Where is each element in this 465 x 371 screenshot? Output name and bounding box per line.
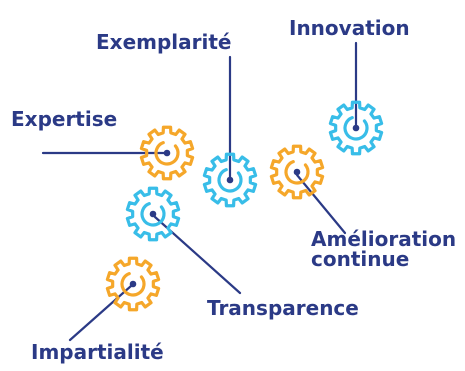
gear-icon <box>105 256 161 312</box>
label-innovation: Innovation <box>289 16 410 40</box>
gear-icon <box>328 100 384 156</box>
gear-inner-arc <box>217 168 243 193</box>
gear-inner-arc <box>154 141 180 166</box>
gear-outline <box>269 144 325 200</box>
gear-inner-arc <box>140 202 166 227</box>
gear-icon <box>269 144 325 200</box>
gear-center-dot <box>226 176 234 184</box>
gear-outline <box>125 186 181 242</box>
gear-icon <box>202 152 258 208</box>
gear-outline <box>105 256 161 312</box>
connector-impartialite <box>68 284 133 342</box>
label-amelioration-line2: continue <box>311 247 409 271</box>
label-expertise: Expertise <box>11 107 117 131</box>
gear-icon <box>139 125 195 181</box>
gear-outline <box>202 152 258 208</box>
gear-inner-arc <box>343 116 369 141</box>
connector-amelioration <box>295 173 347 235</box>
gear-center-dot <box>293 168 301 176</box>
gear-center-dot <box>163 149 171 157</box>
gear-center-dot <box>129 280 137 288</box>
gear-inner-arc <box>284 160 310 185</box>
label-exemplarite: Exemplarité <box>96 30 231 54</box>
gear-outline <box>328 100 384 156</box>
label-amelioration-line1: Amélioration <box>311 227 456 251</box>
label-transparence: Transparence <box>207 296 359 320</box>
gear-center-dot <box>352 124 360 132</box>
gear-icon <box>125 186 181 242</box>
gear-center-dot <box>149 210 157 218</box>
label-impartialite: Impartialité <box>31 340 164 364</box>
gear-inner-arc <box>120 272 146 297</box>
gear-outline <box>139 125 195 181</box>
